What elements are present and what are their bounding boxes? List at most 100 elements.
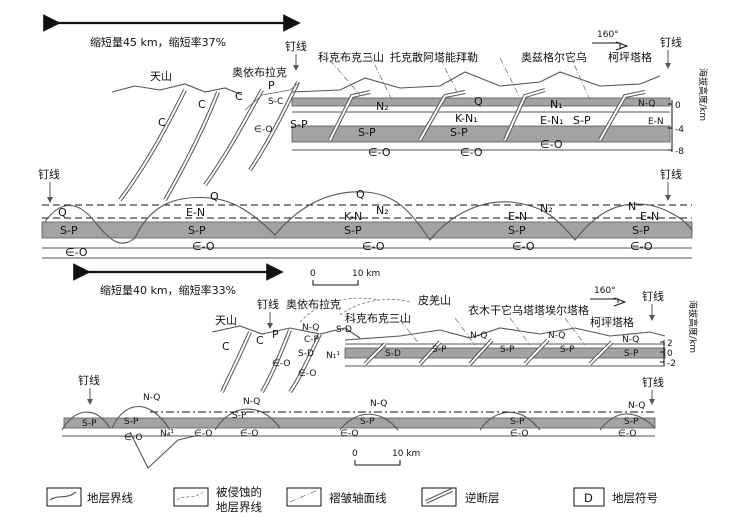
topography-2: [345, 328, 665, 340]
svg-text:N-Q: N-Q: [302, 323, 319, 333]
restored-section-1: 钉线 钉线 Q S-P ∈-O Q E-N S-P ∈-O Q N₂ K-N S…: [38, 167, 692, 259]
svg-text:S-P: S-P: [632, 224, 650, 237]
svg-text:N-Q: N-Q: [470, 331, 487, 341]
svg-text:钉线: 钉线: [78, 373, 100, 387]
svg-text:0: 0: [352, 449, 358, 459]
svg-text:S-P: S-P: [450, 126, 468, 139]
svg-text:N-Q: N-Q: [370, 399, 387, 409]
shortening-arrow-1: 缩短量45 km，缩短率37%: [52, 23, 292, 49]
svg-text:-8: -8: [675, 147, 684, 157]
svg-text:N-Q: N-Q: [548, 331, 565, 341]
scale-bar-1: 0 10 km: [310, 269, 380, 285]
svg-text:钉线: 钉线: [660, 35, 682, 49]
svg-text:N₂: N₂: [540, 202, 553, 215]
svg-text:∈-O: ∈-O: [362, 240, 385, 253]
layer-gray-mid-1: [292, 126, 670, 142]
svg-text:0: 0: [310, 269, 316, 279]
pin-line-mid-2: 钉线: [257, 297, 279, 326]
svg-text:S-P: S-P: [432, 345, 447, 355]
svg-text:N-Q: N-Q: [638, 99, 655, 109]
legend-eroded-line2: 地层界线: [216, 500, 262, 514]
svg-text:C: C: [235, 90, 243, 103]
svg-text:S-P: S-P: [344, 224, 362, 237]
svg-text:∈-O: ∈-O: [254, 125, 272, 135]
svg-text:S-P: S-P: [624, 349, 639, 359]
svg-text:E-N: E-N: [648, 117, 664, 127]
pin-line-right-1: 钉线: [660, 167, 682, 198]
svg-text:∈-O: ∈-O: [124, 433, 142, 443]
svg-text:∈-O: ∈-O: [298, 369, 316, 379]
svg-text:C: C: [198, 98, 206, 111]
svg-text:C: C: [256, 334, 264, 347]
svg-text:地层界线: 地层界线: [87, 491, 133, 505]
pin-line-mid-1: 钉线: [285, 39, 307, 68]
svg-text:S-D: S-D: [336, 325, 352, 335]
svg-text:S-P: S-P: [188, 224, 206, 237]
svg-text:N₂: N₂: [376, 204, 389, 217]
pin-line-right-top-1: 钉线: [660, 35, 682, 66]
svg-text:∈-O: ∈-O: [192, 240, 215, 253]
place-kepingtage-1: 柯坪塔格: [608, 50, 652, 64]
topography-1: [292, 72, 660, 92]
azimuth-label-2: 160°: [594, 286, 616, 296]
svg-text:N₂: N₂: [376, 100, 389, 113]
pin-line-right-2: 钉线: [642, 289, 664, 318]
azimuth-indicator-1: 160°: [592, 30, 627, 50]
scale-bar-2: 0 10 km: [352, 449, 420, 465]
svg-text:S-C: S-C: [268, 97, 283, 107]
pin-line-left-2: 钉线: [78, 373, 100, 402]
place-piqiang-2: 皮羌山: [418, 294, 451, 307]
svg-text:S-P: S-P: [60, 224, 78, 237]
shortening-label-2: 缩短量40 km，缩短率33%: [100, 283, 236, 297]
svg-text:钉线: 钉线: [285, 39, 307, 53]
svg-text:∈-O: ∈-O: [340, 429, 358, 439]
svg-text:-2: -2: [667, 359, 676, 369]
section-2: 缩短量40 km，缩短率33% 160° 钉线 钉线 天山 奥依布拉克 科克布克…: [62, 272, 699, 468]
shortening-arrow-2: 缩短量40 km，缩短率33%: [82, 272, 275, 297]
svg-text:∈-O: ∈-O: [368, 146, 391, 159]
svg-text:Q: Q: [58, 206, 67, 219]
svg-text:钉线: 钉线: [642, 289, 664, 303]
place-tuokesan-1: 托克散阿塔能拜勒: [390, 50, 478, 64]
svg-text:逆断层: 逆断层: [465, 491, 500, 505]
place-kekebuke-2: 科克布克三山: [345, 311, 411, 325]
svg-text:N₁: N₁: [550, 98, 563, 111]
svg-text:∈-O: ∈-O: [540, 138, 563, 151]
svg-text:S-P: S-P: [510, 417, 525, 427]
legend-item-thrust-fault: 逆断层: [422, 488, 500, 506]
svg-text:C: C: [222, 340, 230, 353]
svg-text:S-P: S-P: [624, 417, 639, 427]
place-aozigeer-1: 奥兹格尔它乌: [521, 50, 587, 64]
svg-text:0: 0: [667, 349, 673, 359]
svg-text:∈-O: ∈-O: [194, 429, 212, 439]
azimuth-indicator-2: 160°: [590, 286, 625, 306]
svg-text:∈-O: ∈-O: [630, 240, 653, 253]
svg-text:N-Q: N-Q: [622, 335, 639, 345]
svg-text:海拔高度/km: 海拔高度/km: [697, 68, 709, 121]
svg-text:钉线: 钉线: [38, 167, 60, 181]
svg-text:S-P: S-P: [358, 126, 376, 139]
place-kepingtage-2: 柯坪塔格: [590, 315, 634, 329]
svg-text:C-P: C-P: [304, 335, 320, 345]
section-1: 缩短量45 km，缩短率37% 160° 钉线 钉线 天山 奥依布拉克 科克布克…: [38, 23, 709, 285]
svg-text:P: P: [268, 79, 275, 92]
svg-text:P: P: [272, 328, 279, 341]
svg-text:E-N: E-N: [640, 210, 659, 223]
svg-text:S-P: S-P: [82, 419, 97, 429]
svg-text:N-Q: N-Q: [143, 393, 160, 403]
pin-line-left-1: 钉线: [38, 167, 60, 200]
depth-axis-2: 2 0 -2 海拔高度/km: [660, 300, 699, 369]
svg-text:Q: Q: [210, 190, 219, 203]
svg-text:S-D: S-D: [385, 349, 401, 359]
svg-text:钉线: 钉线: [660, 167, 682, 181]
svg-text:S-P: S-P: [360, 417, 375, 427]
svg-text:-4: -4: [675, 125, 684, 135]
depth-axis-1: 0 -4 -8 海拔高度/km: [668, 68, 709, 157]
svg-text:N₄¹: N₄¹: [160, 429, 174, 439]
svg-text:地层符号: 地层符号: [612, 491, 658, 505]
svg-text:Q: Q: [356, 188, 365, 201]
svg-text:E-N₁: E-N₁: [540, 114, 564, 127]
legend-symbol-letter: D: [584, 491, 593, 505]
svg-text:2: 2: [667, 339, 673, 349]
